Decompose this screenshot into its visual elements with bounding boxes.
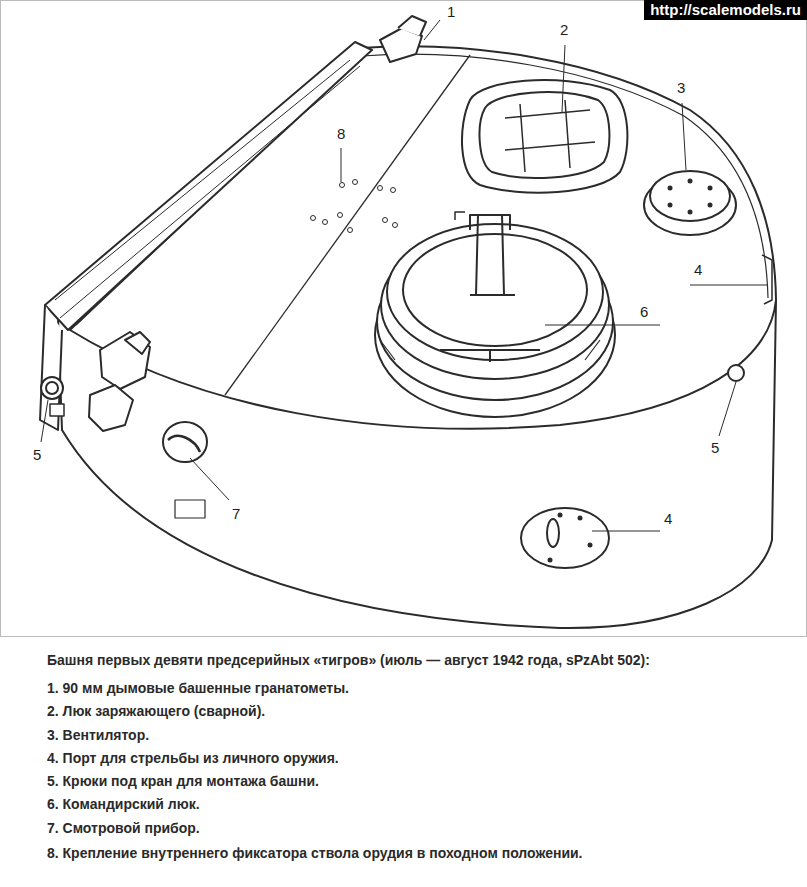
callout-number: 4 [664,511,672,527]
callout-number: 5 [711,440,719,456]
callout-number: 2 [560,22,568,38]
legend-item: 4. Порт для стрельбы из личного оружия. [47,750,339,767]
callout-number: 6 [640,304,648,320]
callout-number: 4 [694,262,702,278]
legend-item: 1. 90 мм дымовые башенные гранатометы. [47,680,349,697]
legend-item: 2. Люк заряжающего (сварной). [47,703,265,720]
legend-item: 5. Крюки под кран для монтажа башни. [47,773,319,790]
legend-item: 3. Вентилятор. [47,727,149,744]
legend-item: 6. Командирский люк. [47,796,200,813]
callout-number: 3 [677,80,685,96]
watermark: http://scalemodels.ru [644,0,807,20]
callout-number: 5 [33,447,41,463]
callout-number: 8 [337,126,345,142]
legend-item: 8. Крепление внутреннего фиксатора ствол… [47,845,583,862]
callout-number: 1 [447,4,455,20]
legend-item: 7. Смотровой прибор. [47,820,200,837]
caption-heading: Башня первых девяти предсерийных «тигров… [47,652,650,669]
callout-number: 7 [232,506,240,522]
